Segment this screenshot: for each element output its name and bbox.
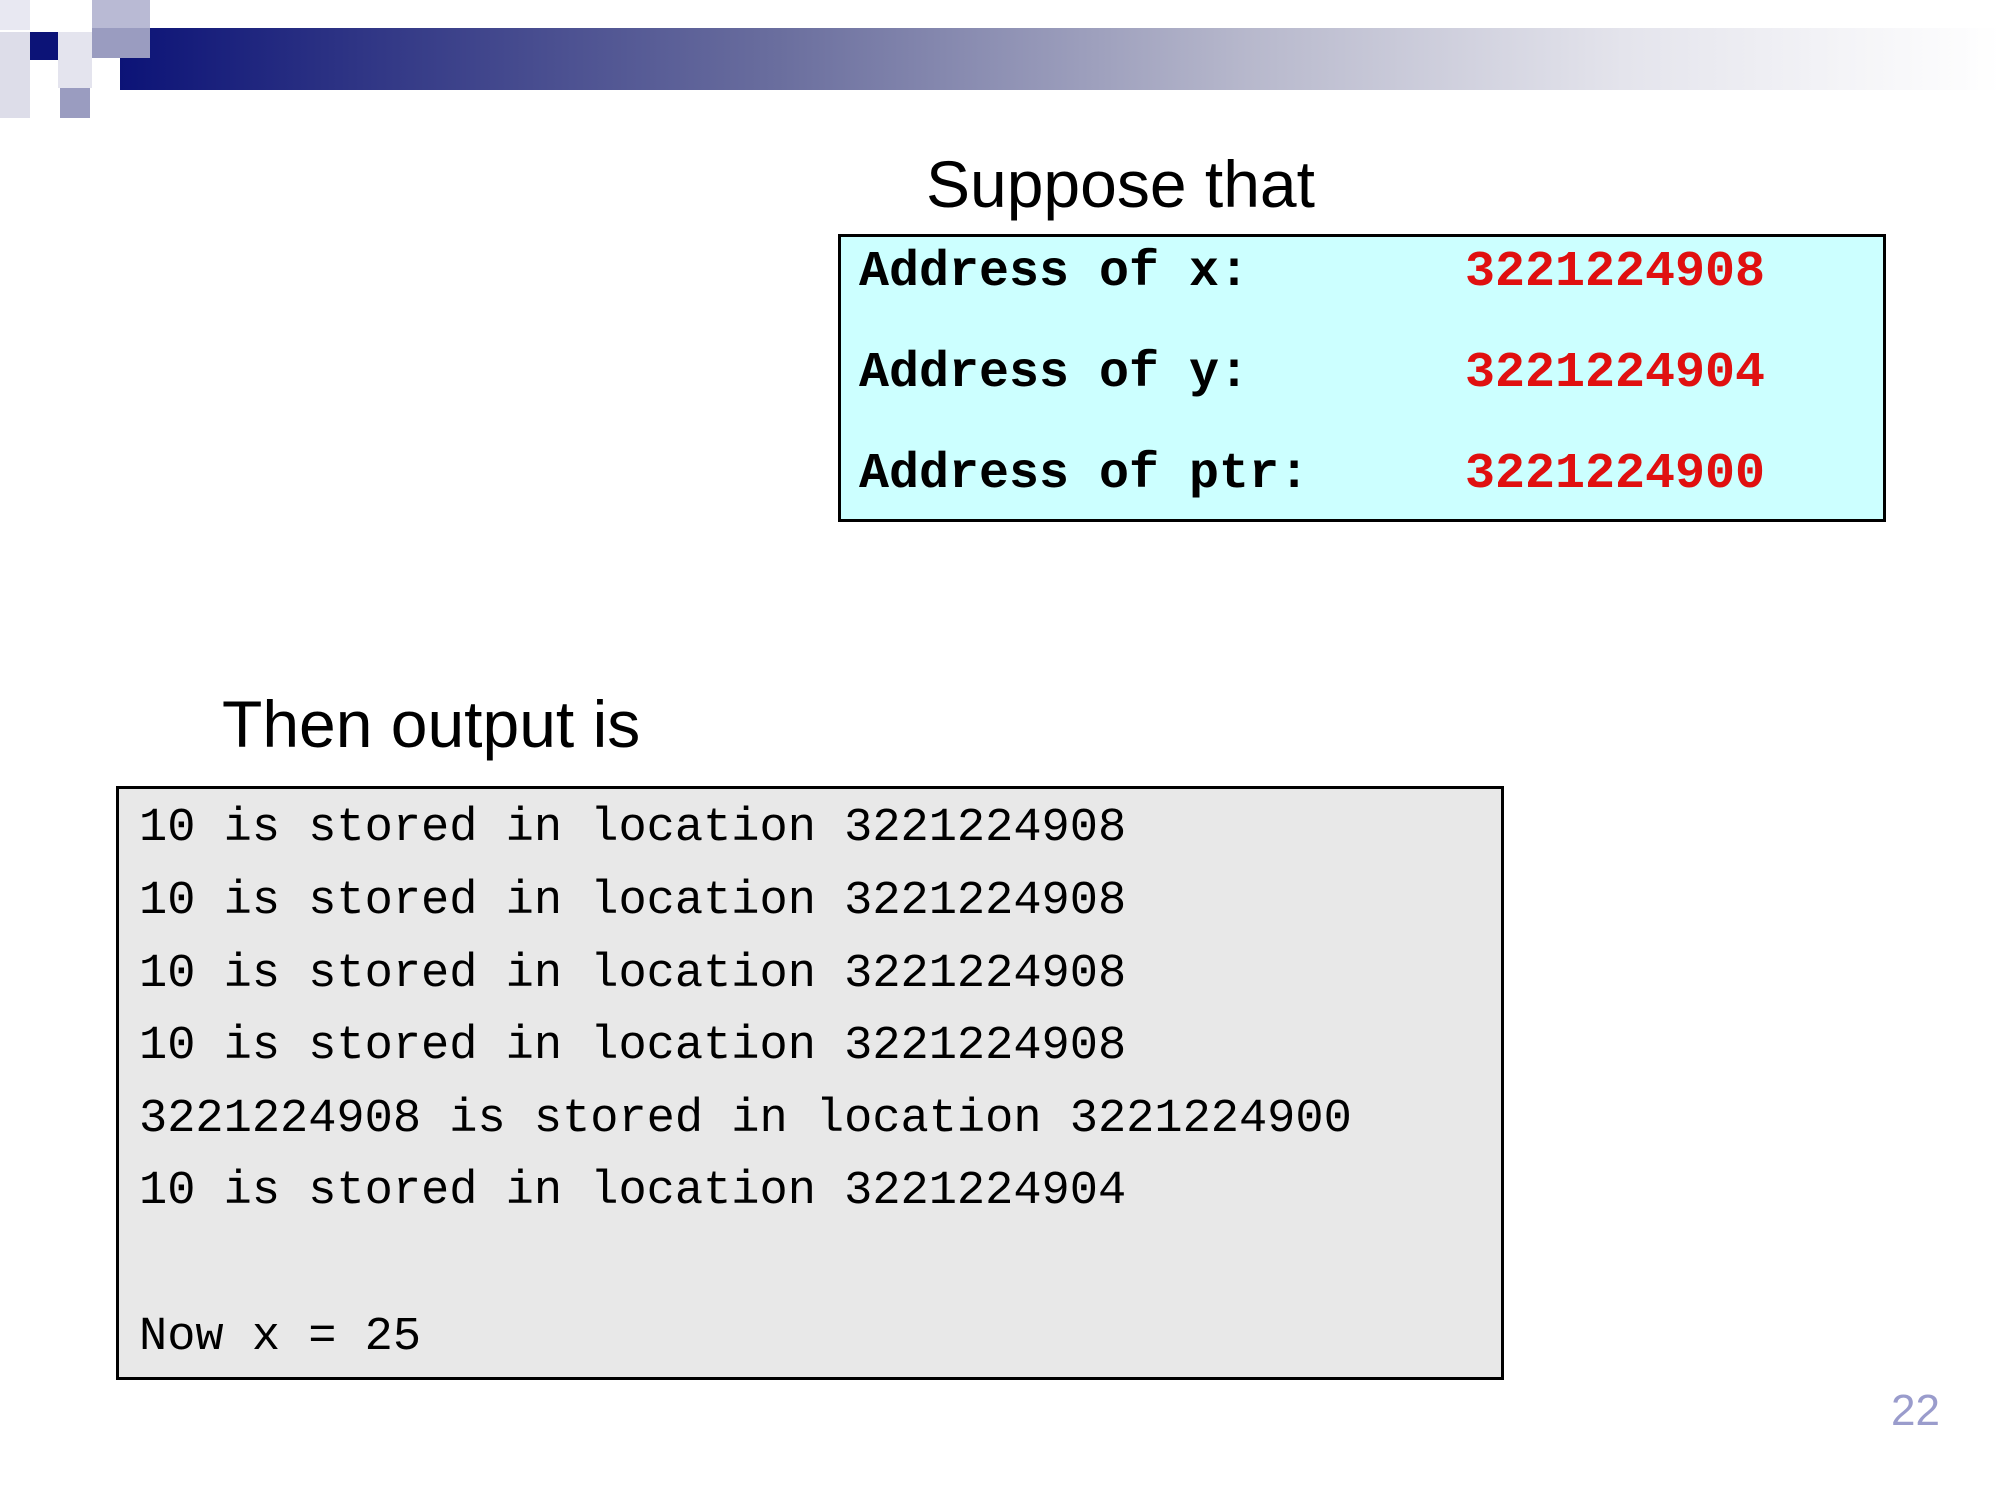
address-label: Address of y: <box>859 345 1250 402</box>
header-square <box>30 32 58 60</box>
output-line: 10 is stored in location 3221224908 <box>139 802 1127 855</box>
output-box: 10 is stored in location 3221224908 10 i… <box>116 786 1504 1380</box>
address-value: 3221224900 <box>1465 446 1766 503</box>
suppose-heading: Suppose that <box>926 147 1315 221</box>
header-square <box>0 0 30 30</box>
header-square <box>0 32 30 118</box>
output-line: 10 is stored in location 3221224904 <box>139 1165 1127 1218</box>
header-gradient-bar <box>120 28 2000 90</box>
header-square <box>92 28 150 58</box>
address-label: Address of x: <box>859 244 1250 301</box>
output-line: 10 is stored in location 3221224908 <box>139 1020 1127 1073</box>
header-square <box>58 32 92 88</box>
page-number: 22 <box>1891 1386 1940 1435</box>
output-line: 3221224908 is stored in location 3221224… <box>139 1093 1352 1146</box>
address-label: Address of ptr: <box>859 446 1310 503</box>
address-value: 3221224908 <box>1465 244 1766 301</box>
output-line: Now x = 25 <box>139 1311 422 1364</box>
header-square <box>60 88 90 118</box>
address-box: Address of x: 3221224908 Address of y: 3… <box>838 234 1886 522</box>
address-row: Address of x: 3221224908 <box>859 243 1869 303</box>
address-value: 3221224904 <box>1465 345 1766 402</box>
output-line: 10 is stored in location 3221224908 <box>139 875 1127 928</box>
output-line: 10 is stored in location 3221224908 <box>139 948 1127 1001</box>
then-heading: Then output is <box>222 687 641 761</box>
address-row: Address of y: 3221224904 <box>859 344 1869 404</box>
address-row: Address of ptr: 3221224900 <box>859 445 1869 505</box>
